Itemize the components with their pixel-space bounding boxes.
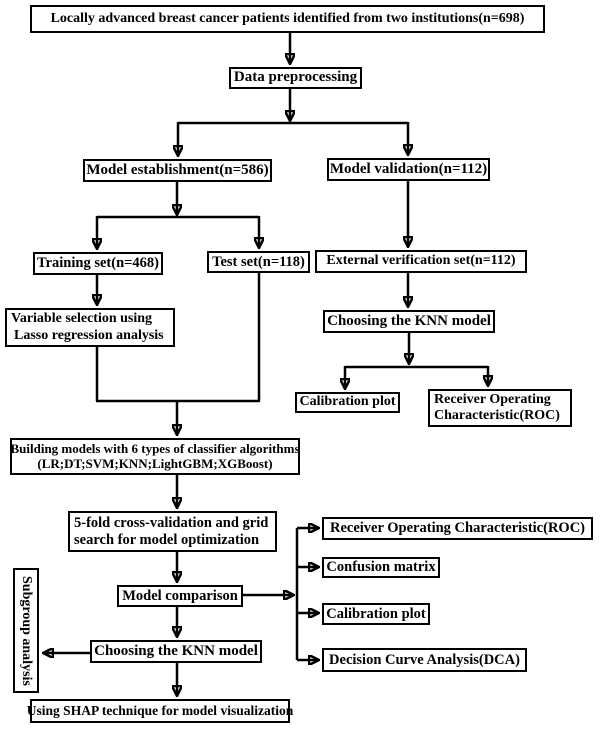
box-shap-visualization-label: Using SHAP technique for model visualiza… (26, 703, 294, 719)
box-building-models: Building models with 6 types of classifi… (10, 438, 300, 475)
box-patients-identified: Locally advanced breast cancer patients … (30, 5, 545, 33)
box-roc-validation: Receiver Operating Characteristic(ROC) (428, 389, 572, 427)
box-confusion-matrix-label: Confusion matrix (326, 559, 436, 576)
box-roc-final-label: Receiver Operating Characteristic(ROC) (329, 520, 585, 537)
box-test-set: Test set(n=118) (207, 251, 310, 273)
box-cross-validation-line1: 5-fold cross-validation and grid (74, 514, 269, 531)
box-training-set-label: Training set(n=468) (37, 255, 159, 272)
box-shap-visualization: Using SHAP technique for model visualiza… (26, 699, 294, 723)
box-test-set-label: Test set(n=118) (212, 253, 305, 270)
box-calibration-plot-final: Calibration plot (322, 603, 430, 625)
box-roc-validation-line2: Characteristic(ROC) (434, 408, 560, 423)
box-data-preprocessing-label: Data preprocessing (233, 69, 358, 86)
box-cross-validation-line2: search for model optimization (74, 531, 260, 548)
box-variable-selection-line2: Lasso regression analysis (14, 327, 164, 343)
box-data-preprocessing: Data preprocessing (229, 67, 362, 89)
box-cross-validation: 5-fold cross-validation and grid search … (68, 511, 277, 552)
box-variable-selection: Variable selection using Lasso regressio… (5, 308, 175, 347)
box-roc-validation-line1: Receiver Operating (434, 391, 551, 407)
box-confusion-matrix: Confusion matrix (322, 557, 440, 578)
box-model-establishment-label: Model establishment(n=586) (86, 161, 269, 178)
connector-lines (43, 33, 488, 696)
box-roc-final: Receiver Operating Characteristic(ROC) (322, 517, 593, 540)
box-calibration-plot-validation: Calibration plot (295, 392, 400, 413)
box-choosing-knn-final-label: Choosing the KNN model (94, 642, 258, 659)
box-patients-identified-label: Locally advanced breast cancer patients … (50, 10, 525, 26)
box-calibration-plot-final-label: Calibration plot (326, 605, 426, 622)
box-dca-label: Decision Curve Analysis(DCA) (329, 651, 520, 668)
box-model-comparison: Model comparison (117, 585, 243, 607)
box-variable-selection-line1: Variable selection using (11, 311, 153, 327)
box-model-validation: Model validation(n=112) (327, 158, 490, 181)
box-subgroup-analysis-label: Subgroup analysis (19, 575, 35, 686)
box-external-verification-set-label: External verification set(n=112) (326, 253, 516, 269)
box-building-models-line1: Building models with 6 types of classifi… (10, 440, 300, 456)
box-external-verification-set: External verification set(n=112) (315, 250, 527, 273)
box-choosing-knn-validation: Choosing the KNN model (323, 310, 495, 333)
box-training-set: Training set(n=468) (33, 252, 163, 275)
box-model-validation-label: Model validation(n=112) (329, 160, 488, 177)
box-model-comparison-label: Model comparison (122, 587, 238, 604)
box-calibration-plot-validation-label: Calibration plot (299, 394, 396, 410)
box-choosing-knn-validation-label: Choosing the KNN model (327, 312, 491, 329)
box-choosing-knn-final: Choosing the KNN model (90, 640, 262, 663)
box-model-establishment: Model establishment(n=586) (83, 159, 272, 182)
box-dca: Decision Curve Analysis(DCA) (322, 648, 527, 672)
box-subgroup-analysis: Subgroup analysis (13, 568, 39, 693)
box-building-models-line2: (LR;DT;SVM;KNN;LightGBM;XGBoost) (37, 455, 273, 471)
